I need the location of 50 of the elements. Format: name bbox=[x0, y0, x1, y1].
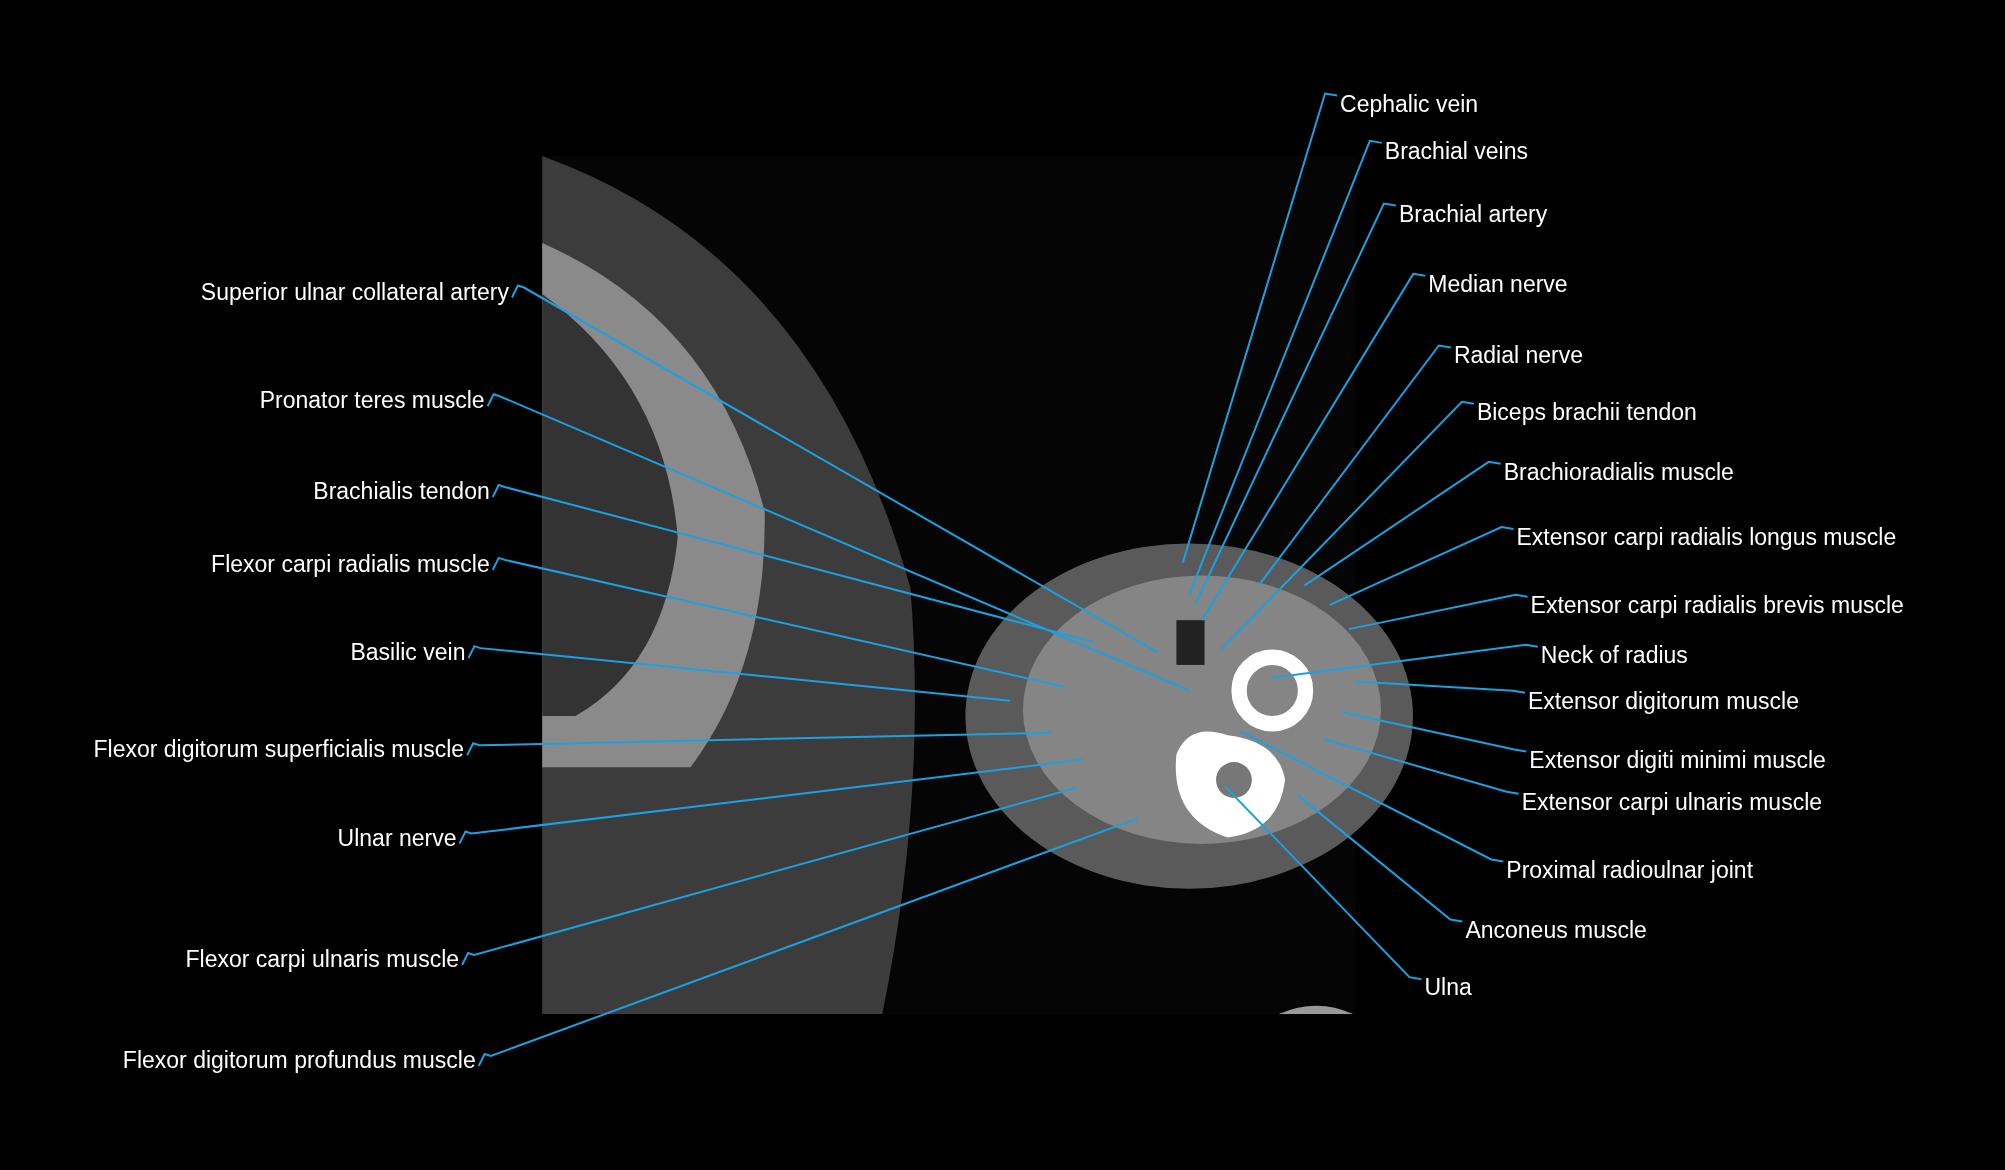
leader-line bbox=[1188, 139, 1383, 596]
anatomy-label: Ulna bbox=[1424, 973, 1472, 1002]
leader-line bbox=[1296, 794, 1464, 923]
anatomy-label: Anconeus muscle bbox=[1465, 915, 1647, 944]
leader-line bbox=[467, 644, 1012, 702]
leader-line bbox=[1303, 460, 1502, 587]
anatomy-label: Brachial veins bbox=[1384, 136, 1528, 165]
anatomy-label: Proximal radioulnar joint bbox=[1506, 855, 1754, 884]
leader-line bbox=[1224, 785, 1423, 981]
leader-line bbox=[1271, 643, 1539, 679]
anatomy-label: Biceps brachii tendon bbox=[1476, 397, 1697, 426]
leader-line bbox=[477, 817, 1140, 1068]
anatomy-label: Cephalic vein bbox=[1340, 89, 1479, 118]
anatomy-label: Brachialis tendon bbox=[313, 477, 490, 505]
leader-line bbox=[486, 393, 1191, 692]
leader-line bbox=[1341, 711, 1528, 753]
leader-line bbox=[461, 786, 1078, 966]
leader-line bbox=[466, 731, 1053, 757]
leader-line bbox=[1201, 272, 1427, 622]
anatomy-label: Brachioradialis muscle bbox=[1503, 457, 1734, 486]
leader-line bbox=[510, 284, 1159, 654]
leader-line bbox=[458, 758, 1085, 845]
anatomy-label: Extensor digitorum muscle bbox=[1528, 686, 1800, 715]
anatomy-label: Neck of radius bbox=[1540, 640, 1688, 669]
anatomy-label: Basilic vein bbox=[350, 638, 466, 667]
anatomy-label: Extensor digiti minimi muscle bbox=[1529, 745, 1826, 774]
leader-line bbox=[1328, 526, 1515, 606]
anatomy-label: Superior ulnar collateral artery bbox=[200, 277, 509, 306]
anatomy-label: Extensor carpi ulnaris muscle bbox=[1521, 787, 1823, 816]
anatomy-label: Flexor carpi ulnaris muscle bbox=[185, 945, 460, 973]
anatomy-label: Flexor digitorum superficialis muscle bbox=[93, 735, 465, 764]
leader-line bbox=[1348, 593, 1529, 631]
anatomy-label: Ulnar nerve bbox=[337, 823, 457, 852]
leader-line bbox=[1354, 680, 1527, 694]
leader-line bbox=[1239, 730, 1505, 863]
anatomy-label: Pronator teres muscle bbox=[259, 386, 485, 415]
anatomy-label: Flexor carpi radialis muscle bbox=[211, 549, 490, 578]
leader-line bbox=[1220, 400, 1475, 651]
anatomy-label: Extensor carpi radialis longus muscle bbox=[1516, 523, 1897, 552]
anatomy-label: Flexor digitorum profundus muscle bbox=[122, 1046, 476, 1075]
anatomy-label: Radial nerve bbox=[1453, 341, 1583, 370]
anatomy-label: Median nerve bbox=[1428, 269, 1568, 298]
leader-line bbox=[1258, 344, 1452, 586]
leader-line bbox=[1194, 202, 1397, 605]
leader-line bbox=[1322, 738, 1520, 795]
leader-line bbox=[491, 483, 1095, 643]
anatomy-label: Brachial artery bbox=[1398, 199, 1548, 228]
leader-line bbox=[1181, 92, 1339, 564]
anatomy-label: Extensor carpi radialis brevis muscle bbox=[1530, 590, 1904, 619]
leader-line bbox=[491, 556, 1065, 688]
